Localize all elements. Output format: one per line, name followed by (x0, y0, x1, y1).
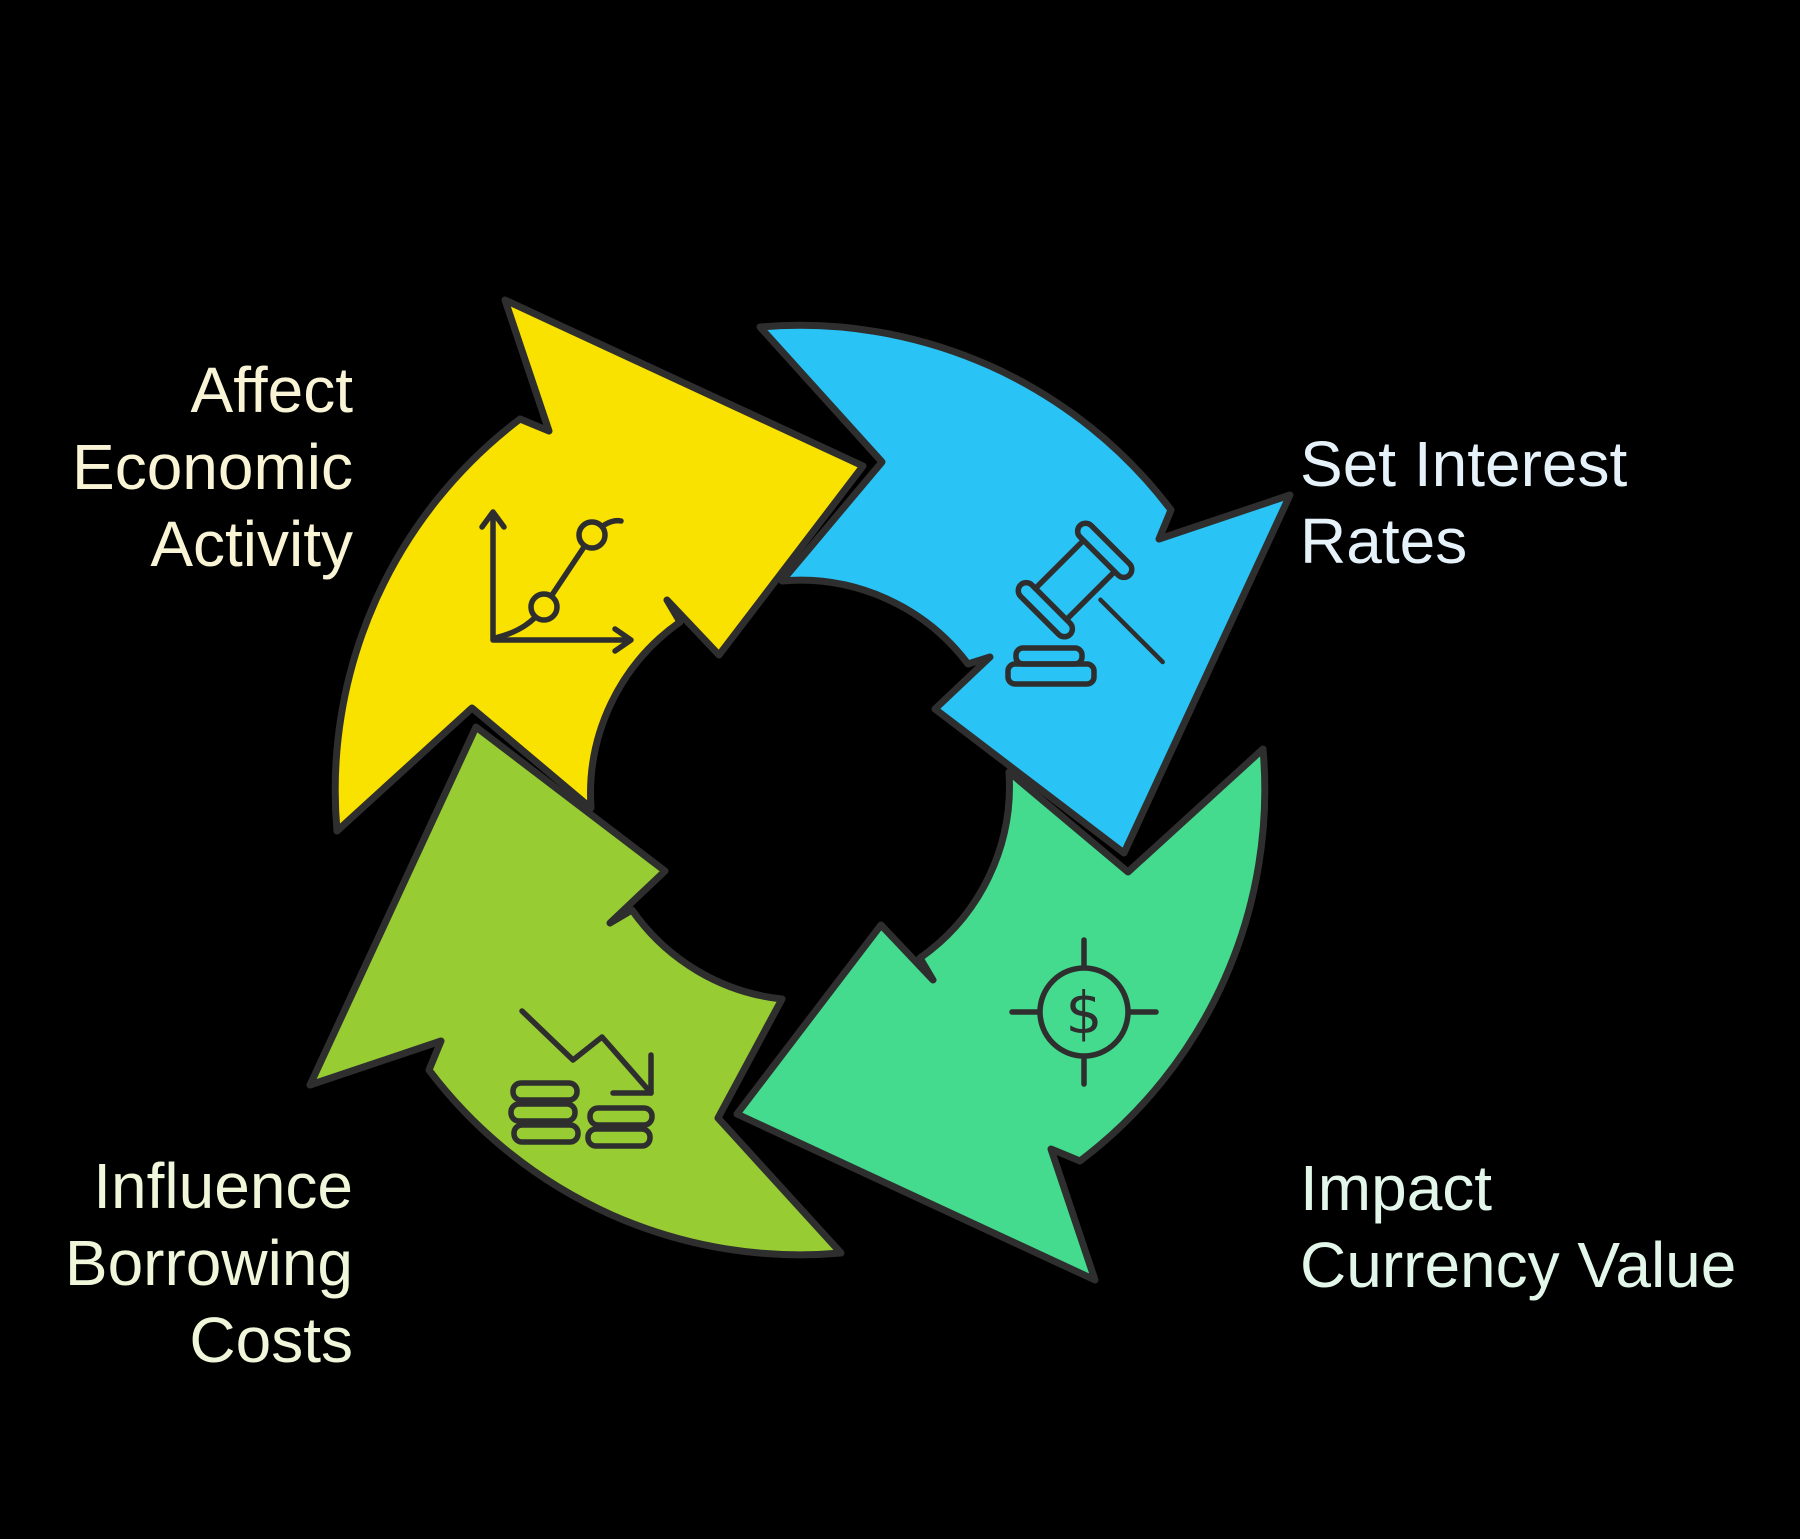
label-line: Economic (72, 431, 353, 503)
label-line: Influence (93, 1150, 353, 1222)
label-line: Set Interest (1300, 428, 1628, 500)
label-affect-economic-activity: Affect Economic Activity (0, 352, 353, 583)
label-line: Rates (1300, 505, 1468, 577)
dollar-sign: $ (1066, 979, 1103, 1047)
label-set-interest-rates: Set Interest Rates (1300, 426, 1627, 580)
dollar-target-icon: $ (1009, 937, 1159, 1087)
arrow-influence-borrowing-costs (306, 723, 845, 1259)
arrow-impact-currency-value (733, 745, 1269, 1284)
label-impact-currency-value: Impact Currency Value (1300, 1150, 1736, 1304)
gavel-icon (1005, 520, 1165, 687)
label-line: Affect (190, 354, 353, 426)
label-line: Costs (189, 1304, 353, 1376)
arrow-affect-economic-activity (331, 296, 867, 835)
label-line: Impact (1300, 1152, 1493, 1224)
line-chart-icon (479, 509, 634, 654)
label-line: Currency Value (1300, 1229, 1737, 1301)
arrow-set-interest-rates (756, 321, 1294, 857)
label-influence-borrowing-costs: Influence Borrowing Costs (0, 1148, 353, 1379)
coins-decline-icon (508, 1008, 655, 1149)
label-line: Activity (150, 508, 353, 580)
label-line: Borrowing (64, 1227, 353, 1299)
